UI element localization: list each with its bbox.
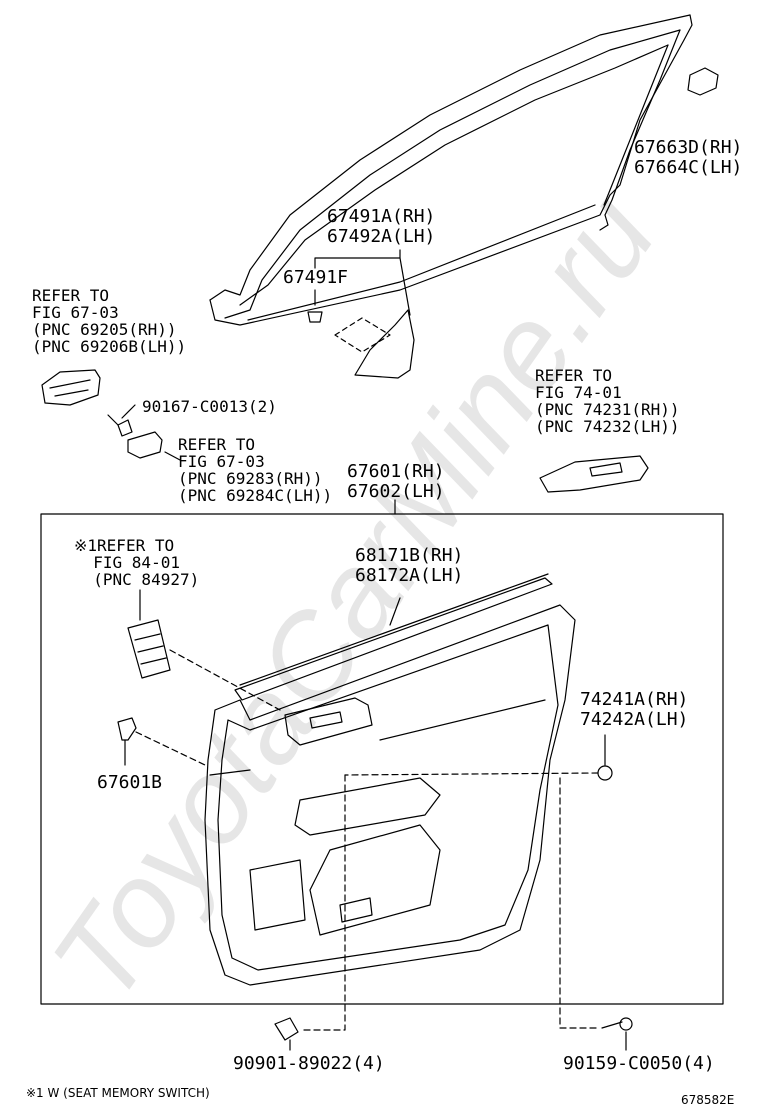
- leader-67491b: [399, 257, 411, 316]
- screw-90167: [117, 419, 133, 437]
- label-68171: 68171B(RH) 68172A(LH): [355, 545, 464, 586]
- door-frame-moulding: [209, 14, 693, 326]
- mirror-base-cover: [354, 309, 415, 379]
- leader-67491: [314, 249, 401, 269]
- screw-shaft: [107, 414, 119, 426]
- label-67491: 67491A(RH) 67492A(LH): [327, 206, 436, 247]
- label-67663: 67663D(RH) 67664C(LH): [634, 137, 743, 178]
- weatherstrip-edge: [239, 573, 549, 686]
- screw-90159-shaft: [601, 1021, 623, 1029]
- footnote: ※1 W (SEAT MEMORY SWITCH): [26, 1086, 210, 1100]
- refer-fig-67-03-b: REFER TO FIG 67-03 (PNC 69283(RH)) (PNC …: [178, 435, 333, 505]
- hole-plug-part: [597, 765, 613, 781]
- switch-detail: [589, 462, 623, 477]
- label-67491f: 67491F: [283, 267, 349, 288]
- handle-bezel-part: [127, 431, 163, 459]
- door-trim-panel: [204, 604, 576, 986]
- screw-90159-head: [619, 1017, 633, 1031]
- switch-buttons: [134, 633, 167, 665]
- label-90167: 90167-C0013(2): [142, 397, 277, 416]
- label-74241: 74241A(RH) 74242A(LH): [580, 689, 689, 730]
- label-67601: 67601(RH) 67602(LH): [347, 461, 445, 502]
- dashed-67601b: [135, 731, 206, 766]
- seat-memory-switch-part: [127, 619, 171, 679]
- clip-90901-part: [274, 1017, 299, 1041]
- weatherstrip-part: [234, 577, 553, 701]
- clip-67601b-part: [117, 717, 137, 741]
- label-67601b: 67601B: [97, 772, 163, 793]
- dashed-74241: [344, 772, 599, 776]
- refer-fig-84-01: ※1REFER TO FIG 84-01 (PNC 84927): [74, 536, 200, 589]
- inside-handle-part: [41, 369, 101, 406]
- inside-handle-detail: [49, 379, 91, 397]
- corner-cover-part: [687, 67, 719, 96]
- refer-fig-74-01: REFER TO FIG 74-01 (PNC 74231(RH)) (PNC …: [535, 366, 680, 436]
- clip-part: [307, 311, 323, 323]
- label-90159: 90159-C0050(4): [563, 1053, 715, 1074]
- leader-90167: [121, 404, 136, 419]
- cover-dashed-outline: [334, 317, 391, 353]
- label-90901: 90901-89022(4): [233, 1053, 385, 1074]
- leader-68171: [389, 597, 401, 626]
- power-window-switch-part: [539, 455, 649, 493]
- dashed-90901: [299, 774, 346, 1031]
- refer-fig-67-03-a: REFER TO FIG 67-03 (PNC 69205(RH)) (PNC …: [32, 286, 187, 356]
- leader-69283: [164, 451, 181, 461]
- door-trim-assembly-box: [40, 513, 724, 1005]
- dashed-84927: [169, 649, 281, 711]
- dashed-90159: [559, 777, 601, 1029]
- figure-id: 678582E: [681, 1093, 735, 1107]
